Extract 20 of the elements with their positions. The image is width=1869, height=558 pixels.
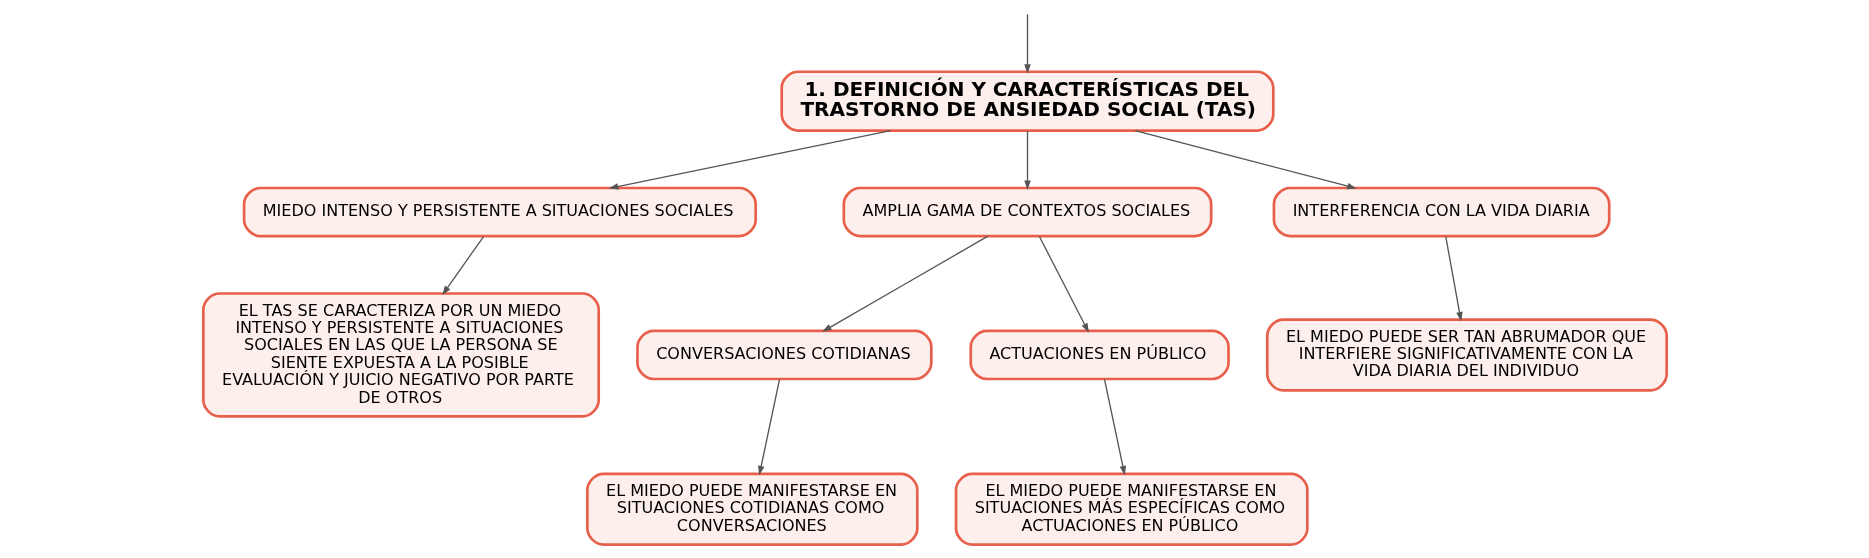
node-box: EL TAS SE CARACTERIZA POR UN MIEDO INTENSO Y PERSISTENTE A SITUACIONES SOCIALES EN LAS QUE LA PERSONA SE SIENTE EXPUESTA A LA POSIBLE EVALUACIÓN Y JUICIO NEGATIVO POR PARTE DE OTROS bbox=[201, 292, 600, 418]
node-box: 1. DEFINICIÓN Y CARACTERÍSTICAS DEL TRASTORNO DE ANSIEDAD SOCIAL (TAS) bbox=[779, 70, 1275, 132]
arrow bbox=[1134, 129, 1357, 190]
arrow bbox=[821, 235, 989, 332]
node-box: CONVERSACIONES COTIDIANAS bbox=[635, 329, 933, 381]
node-box: INTERFERENCIA CON LA VIDA DIARIA bbox=[1272, 186, 1611, 238]
node-box: EL MIEDO PUEDE MANIFESTARSE EN SITUACIONES COTIDIANAS COMO CONVERSACIONES bbox=[585, 472, 919, 546]
arrow bbox=[1023, 130, 1031, 190]
node-box: ACTUACIONES EN PÚBLICO bbox=[968, 329, 1230, 381]
arrow bbox=[757, 378, 780, 476]
node-box: EL MIEDO PUEDE SER TAN ABRUMADOR QUE INTERFIERE SIGNIFICATIVAMENTE CON LA VIDA DIARIA DEL INDIVIDUO bbox=[1265, 318, 1668, 392]
arrow bbox=[1038, 235, 1089, 333]
arrow bbox=[1023, 13, 1031, 74]
node-box: EL MIEDO PUEDE MANIFESTARSE EN SITUACIONES MÁS ESPECÍFICAS COMO ACTUACIONES EN PÚBLICO bbox=[954, 472, 1309, 546]
arrow bbox=[441, 235, 484, 296]
arrow bbox=[1444, 235, 1463, 322]
node-box: MIEDO INTENSO Y PERSISTENTE A SITUACIONES SOCIALES bbox=[242, 186, 757, 238]
arrow bbox=[608, 129, 891, 190]
node-box: AMPLIA GAMA DE CONTEXTOS SOCIALES bbox=[842, 186, 1212, 238]
arrow bbox=[1103, 378, 1126, 476]
